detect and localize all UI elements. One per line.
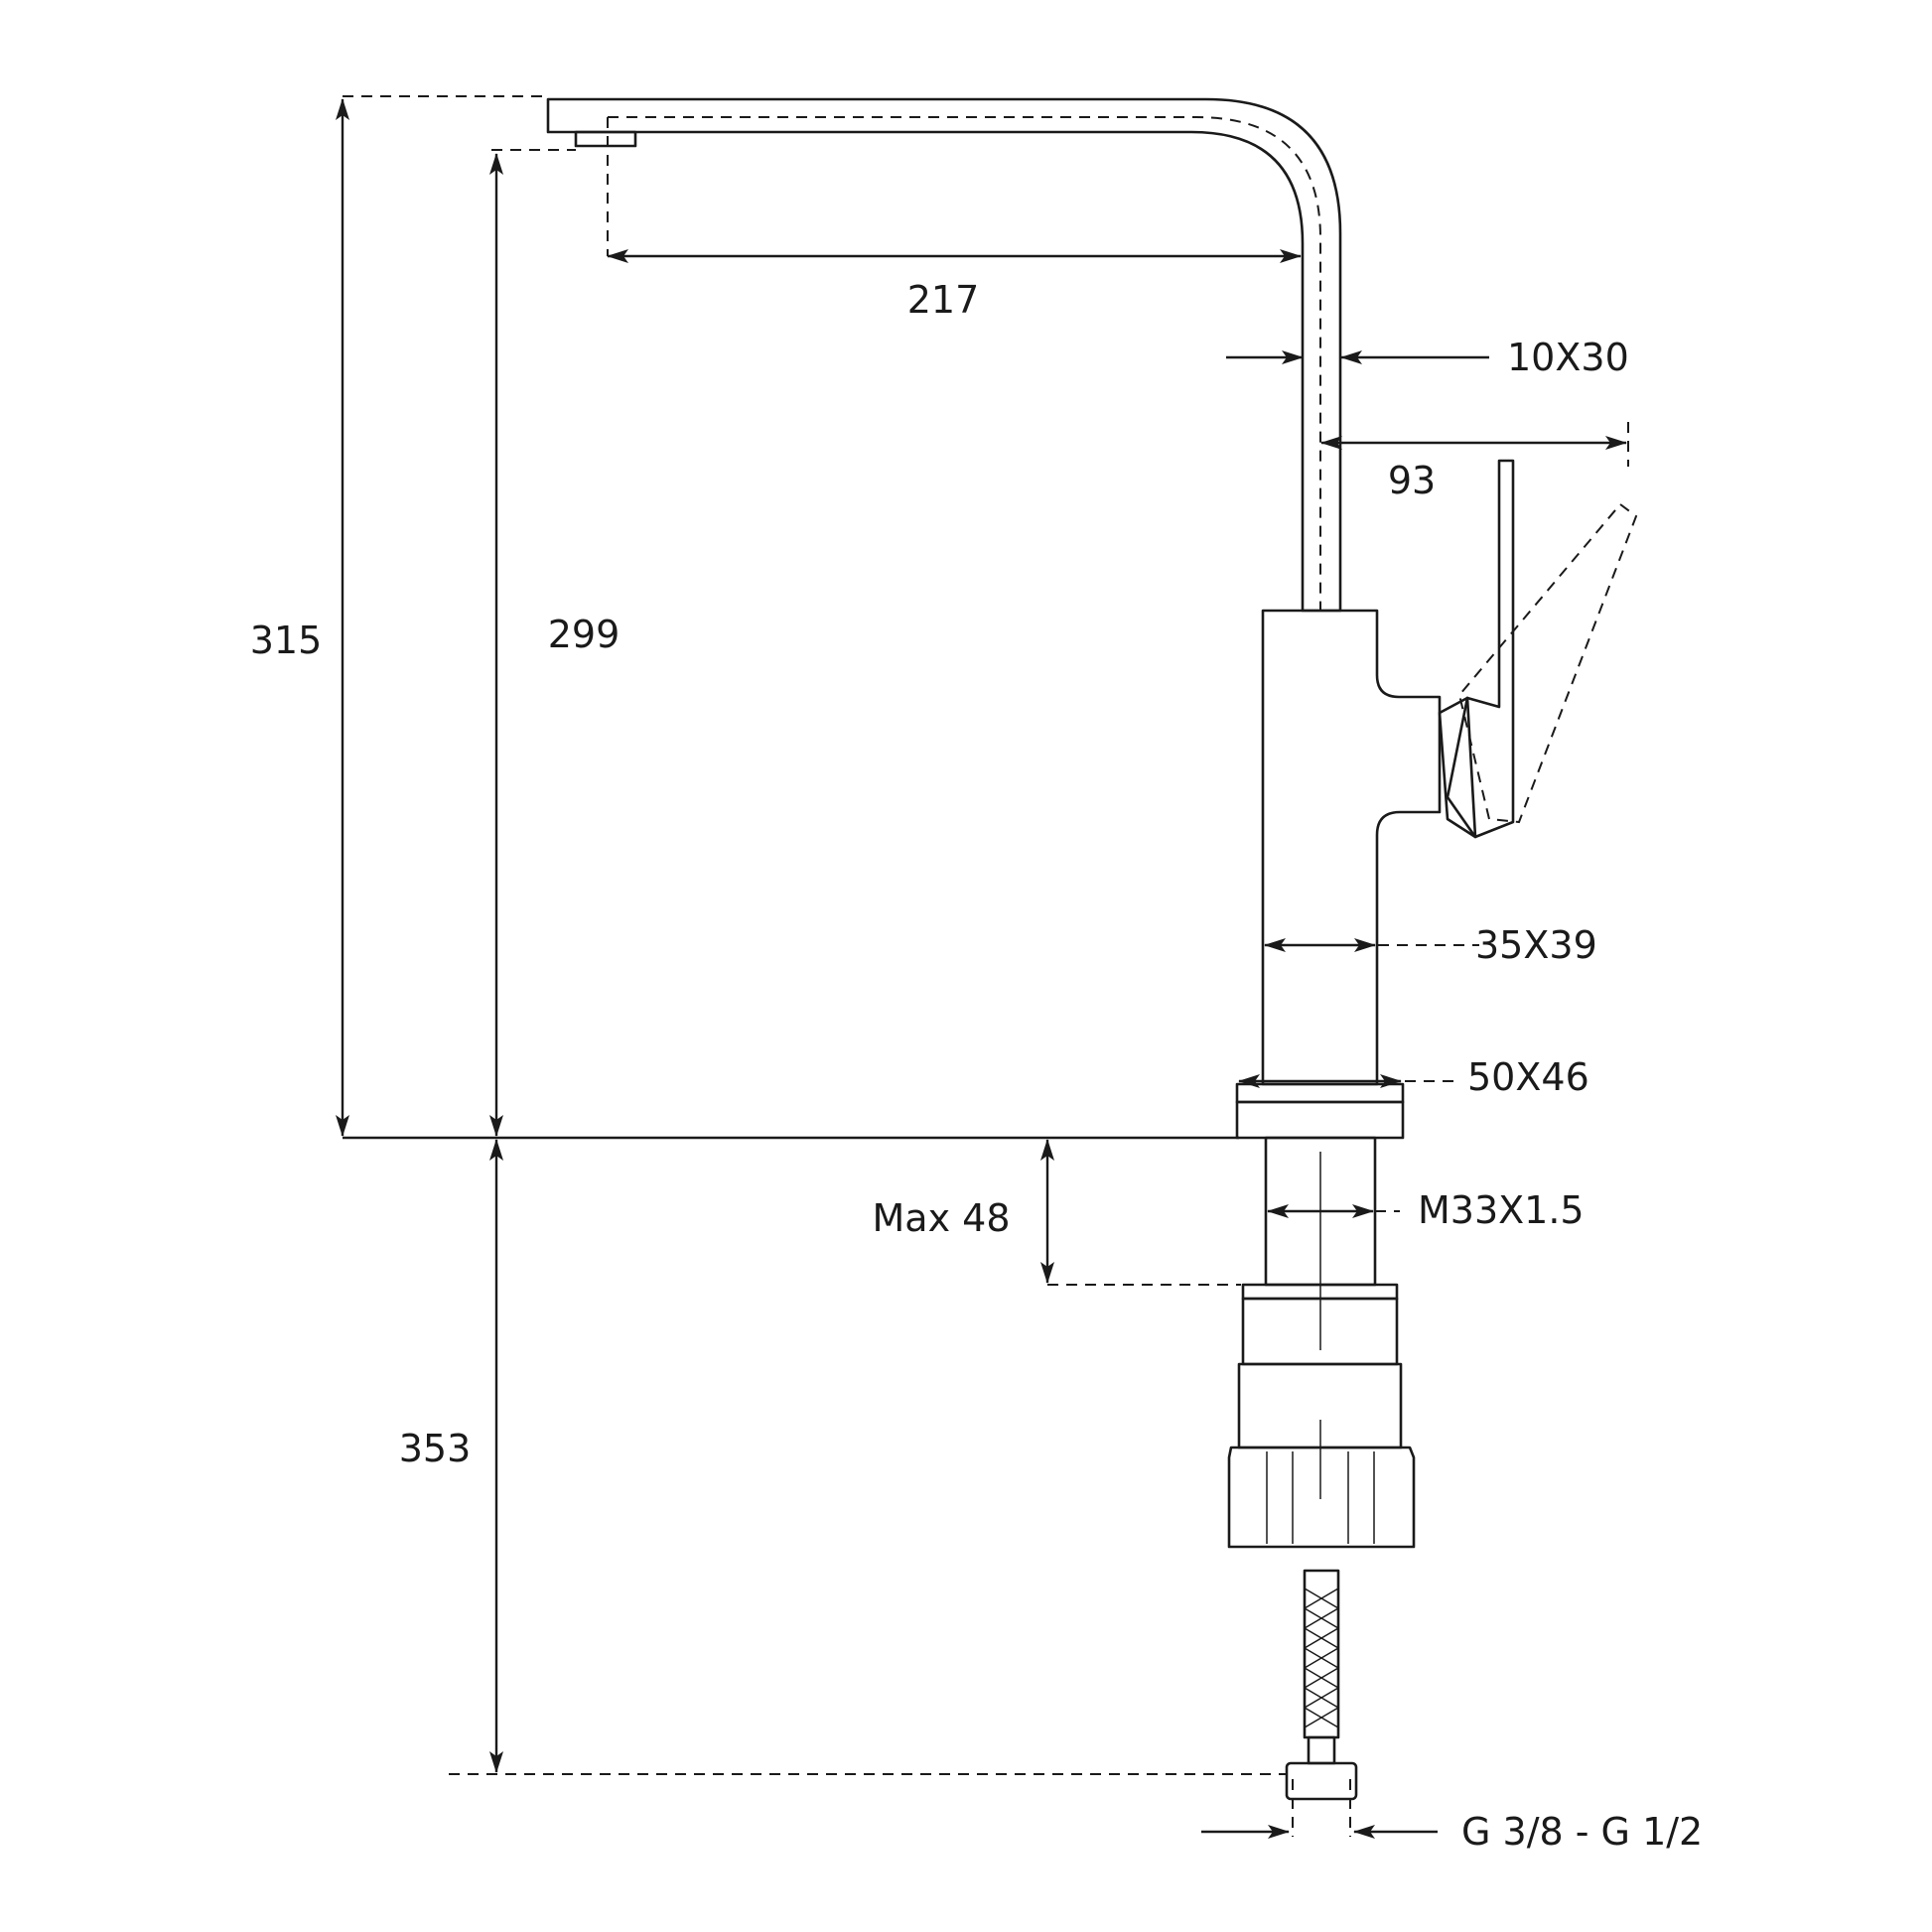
dim-g38-label: G 3/8 - G 1/2 [1461,1810,1703,1854]
aerator [574,130,637,148]
base-plate [1235,1100,1405,1140]
dim-50x46-label: 50X46 [1467,1055,1589,1099]
dim-m33-label: M33X1.5 [1418,1188,1585,1232]
nut-rib-lines [1266,1451,1375,1544]
dim-10x30-label: 10X30 [1507,336,1629,379]
faucet-body [1261,609,1442,1086]
handle-lever [1438,696,1477,839]
faucet-outline [546,97,1638,1801]
spout [546,97,1342,613]
fixing-nut-ribs [1227,1446,1416,1549]
hose-ferrule [1307,1735,1336,1765]
dim-max48-label: Max 48 [873,1196,1011,1240]
handle [1446,459,1515,839]
dim-93-label: 93 [1388,459,1436,502]
dim-315-label: 315 [250,619,323,662]
dim-35x39-label: 35X39 [1475,923,1597,967]
dimension-arrows [336,98,1627,1839]
handle-open-position [1457,502,1638,824]
extension-lines [343,95,1629,1837]
base-flange [1235,1082,1405,1104]
spout-waterway [608,116,1321,611]
dim-353-label: 353 [399,1427,472,1470]
hose-connector-nut [1285,1761,1358,1801]
dim-217-label: 217 [907,278,980,322]
dimension-labels: 315 299 353 217 10X30 93 35X39 50X46 Max… [250,278,1704,1854]
supply-hose [1303,1569,1340,1739]
hose-braid [1304,1587,1339,1728]
dim-299-label: 299 [548,613,621,656]
